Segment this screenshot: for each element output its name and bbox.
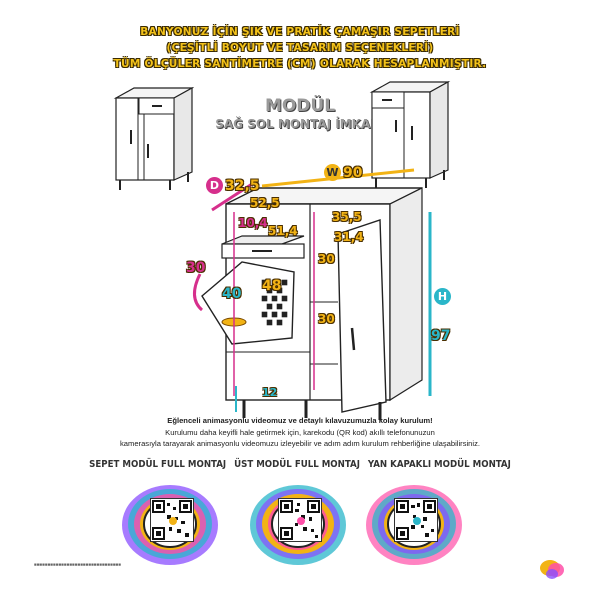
gap-a-dimension: 30 [318, 252, 335, 266]
height-dimension: H [434, 288, 451, 305]
qr-image-3 [394, 498, 438, 542]
module-subtitle: SAĞ SOL MONTAJ İMKANI [215, 117, 385, 131]
info-line-2: Kurulumu daha keyifli hale getirmek için… [165, 428, 435, 437]
height-badge: H [434, 288, 451, 305]
qr-code-side-door-module[interactable] [362, 480, 466, 570]
width-dimension: W 90 [324, 164, 362, 181]
bin-height-dimension: 48 [262, 278, 282, 294]
qr-code-top-module[interactable] [246, 480, 350, 570]
main-cabinet-drawing [193, 168, 432, 420]
drawer-width-dimension: 51,4 [268, 224, 298, 238]
depth-value: 32,5 [225, 177, 260, 194]
header-line-1: BANYONUZ İÇİN ŞIK VE PRATİK ÇAMAŞIR SEPE… [140, 26, 460, 38]
depth-badge: D [206, 177, 223, 194]
header-line-2: (ÇEŞİTLİ BOYUT VE TASARIM SEÇENEKLERİ) [166, 42, 434, 54]
tilt-angle-dimension: 30 [186, 260, 206, 276]
height-value: 97 [431, 328, 451, 344]
bin-depth-dimension: 40 [222, 286, 242, 302]
info-line-3: kamerasıyla tarayarak animasyonlu videom… [119, 439, 480, 448]
qr-label-1: SEPET MODÜL FULL MONTAJ [89, 459, 227, 470]
qr-labels-row: SEPET MODÜL FULL MONTAJ ÜST MODÜL FULL M… [0, 459, 600, 470]
brand-logo-icon [540, 560, 564, 579]
leg-height-dimension: 12 [262, 386, 278, 399]
qr-label-3: YAN KAPAKLI MODÜL MONTAJ [367, 459, 511, 470]
qr-label-2: ÜST MODÜL FULL MONTAJ [234, 459, 360, 470]
depth-dimension: D 32,5 [206, 177, 260, 194]
side-dimension: 10,4 [238, 216, 268, 230]
header-line-3: TÜM ÖLÇÜLER SANTİMETRE (CM) OLARAK HESAP… [113, 58, 487, 70]
cabinet-left-illustration [113, 86, 194, 190]
inner-right-dimension: 31,4 [334, 230, 364, 244]
info-line-1: Eğlenceli animasyonlu videomuz ve detayl… [167, 416, 433, 425]
qr-image-2 [278, 498, 322, 542]
width-badge: W [324, 164, 341, 181]
legal-fine-print: ■■■■■■■■■■■■■■■■■■■■■■■■■■■■■■■■ [34, 562, 121, 567]
qr-image-1 [150, 498, 194, 542]
top-left-dimension: 52,5 [250, 196, 280, 210]
width-value: 90 [343, 164, 363, 181]
cabinet-right-illustration [369, 80, 451, 188]
top-right-dimension: 35,5 [332, 210, 362, 224]
gap-b-dimension: 30 [318, 312, 335, 326]
module-title: MODÜL [264, 96, 336, 116]
qr-code-basket-module[interactable] [118, 480, 222, 570]
